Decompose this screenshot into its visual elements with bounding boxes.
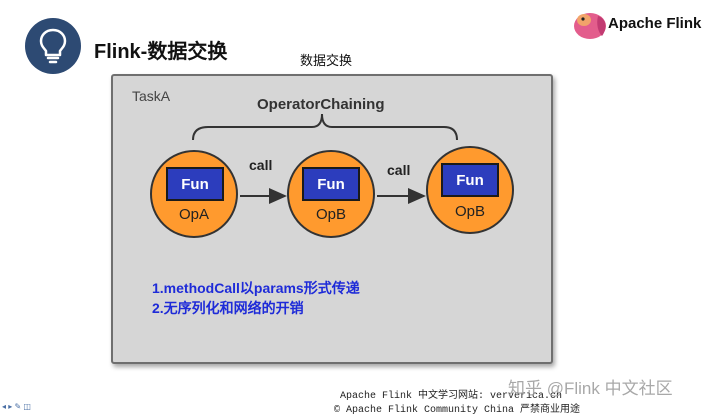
function-box: Fun [302,167,360,201]
operator-name: OpB [454,203,485,220]
lightbulb-badge [25,18,81,74]
operator-chaining-label: OperatorChaining [257,96,385,113]
diagram-caption: 数据交换 [300,53,353,68]
operator-name: OpA [178,206,209,223]
operator-name: OpB [315,206,346,223]
function-box: Fun [166,167,224,201]
slide-nav-icons[interactable]: ◂ ▸ ✎ ◫ [2,402,31,411]
function-box: Fun [441,163,499,197]
footer-site-line: Apache Flink 中文学习网站: ververica.cn [340,391,563,402]
slide-title: Flink-数据交换 [94,41,228,63]
brand-name: Apache Flink [608,15,702,32]
note-line-1: 1.methodCall以params形式传递 [152,280,360,296]
note-line-2: 2.无序列化和网络的开销 [152,300,304,316]
squirrel-logo [574,13,606,39]
call-label: call [387,162,411,178]
call-label: call [249,157,273,173]
watermark: 知乎 @Flink 中文社区 [508,379,673,398]
lightbulb-icon [39,28,67,64]
footer-copyright-line: © Apache Flink Community China 严禁商业用途 [334,405,581,416]
task-label: TaskA [132,88,171,104]
